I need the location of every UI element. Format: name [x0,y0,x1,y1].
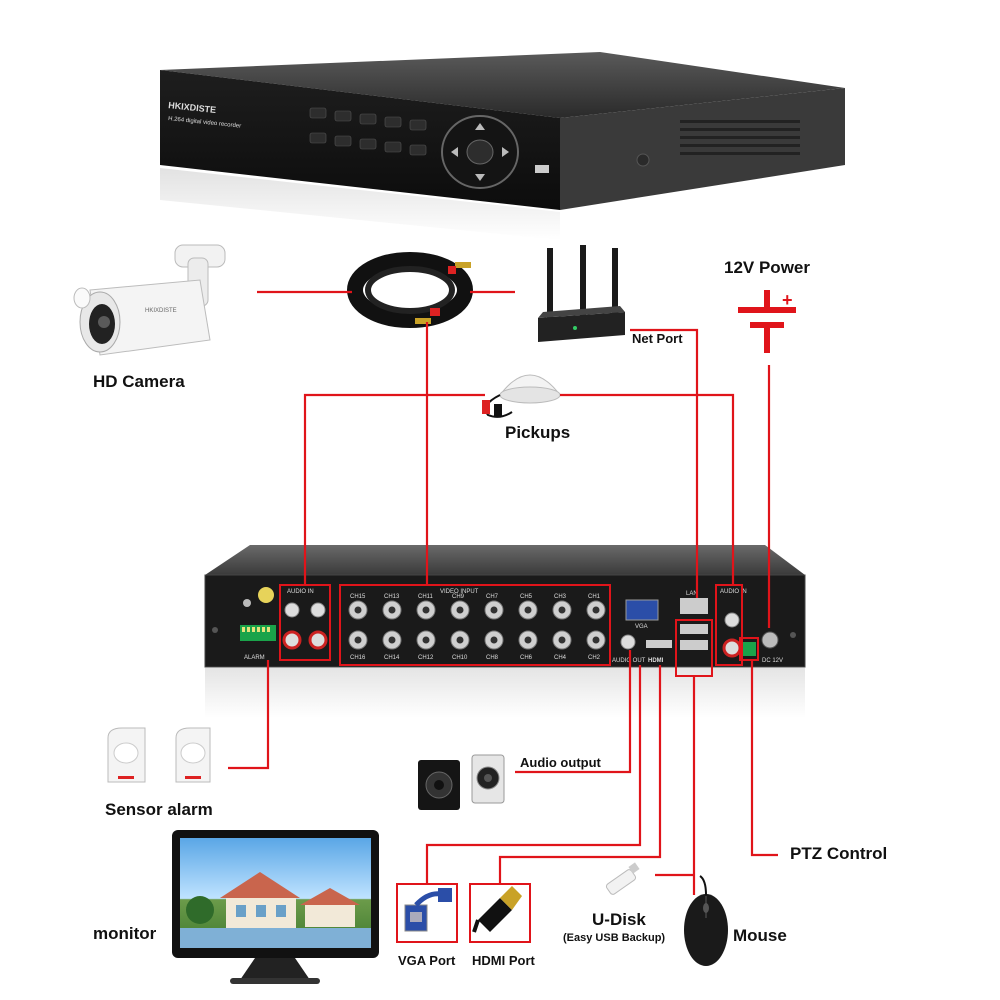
bnc-pin [558,606,566,614]
bnc-pin [388,606,396,614]
channel-label: CH14 [384,655,400,661]
svg-text:AUDIO IN: AUDIO IN [720,589,747,595]
pickups-label: Pickups [505,423,571,442]
bnc-pin [490,606,498,614]
svg-text:ALARM: ALARM [244,655,265,661]
connection-lines [228,290,778,895]
channel-label: CH3 [554,594,567,600]
highlight-ptz [739,637,759,661]
mouse-label: Mouse [733,926,787,945]
svg-text:HDMI: HDMI [648,658,664,664]
vga-connector [625,599,659,621]
usb-disk-icon [605,862,640,895]
udisk-note-label: (Easy USB Backup) [563,932,666,944]
svg-text:VGA: VGA [635,624,648,630]
channel-label: CH7 [486,594,499,600]
vga-cable-icon [404,888,452,932]
hdmi-connector [646,640,672,648]
audio-output-label: Audio output [520,755,601,770]
channel-label: CH12 [418,655,434,661]
highlight-video-input [339,584,611,666]
mouse-device [684,875,728,966]
bnc-pin [422,636,430,644]
svg-text:DC 12V: DC 12V [762,658,783,664]
svg-text:AUDIO IN: AUDIO IN [287,589,314,595]
channel-label: CH11 [418,594,434,600]
udisk-label: U-Disk [592,910,646,929]
channel-label: CH1 [588,594,601,600]
channel-label: CH8 [486,655,499,661]
monitor-device [172,830,379,984]
channel-label: CH16 [350,655,366,661]
hdmi-port-label: HDMI Port [472,953,535,968]
power-symbol-icon: + [738,290,796,353]
usb-port-icon [535,165,549,173]
camera-label: HD Camera [93,372,185,391]
bnc-pin [422,606,430,614]
svg-text:HKIXDISTE: HKIXDISTE [168,100,217,115]
bnc-cable-coil [347,252,473,328]
channel-label: CH4 [554,655,567,661]
channel-label: CH6 [520,655,533,661]
highlight-audio-in-right [715,584,743,666]
svg-text:AUDIO OUT: AUDIO OUT [612,658,646,664]
router-device [538,245,625,342]
bnc-pin [524,636,532,644]
bnc-pin [592,606,600,614]
power-label: 12V Power [724,258,810,277]
svg-text:LAN: LAN [686,591,698,597]
channel-label: CH13 [384,594,400,600]
bnc-pin [388,636,396,644]
bnc-pin [354,636,362,644]
ptz-control-label: PTZ Control [790,844,888,863]
channel-label: CH10 [452,655,468,661]
bnc-pin [456,636,464,644]
monitor-label: monitor [93,924,157,943]
vga-port-label: VGA Port [398,953,456,968]
channel-label: CH5 [520,594,533,600]
net-port-label: Net Port [632,331,683,346]
hd-camera-device: HKIXDISTE [73,244,226,356]
sensor-alarm-label: Sensor alarm [105,800,213,819]
bnc-pin [558,636,566,644]
hdmi-cable-icon [472,886,522,933]
bnc-pin [456,606,464,614]
speakers [418,754,505,810]
bnc-pin [354,606,362,614]
bnc-pin [524,606,532,614]
pickup-microphone [482,374,562,418]
pir-sensors [107,727,211,783]
channel-label: CH9 [452,594,465,600]
channel-label: CH2 [588,655,601,661]
channel-label: CH15 [350,594,366,600]
svg-text:+: + [782,290,793,310]
bnc-pin [592,636,600,644]
svg-text:VIDEO INPUT: VIDEO INPUT [440,589,479,595]
svg-text:HKIXDISTE: HKIXDISTE [145,308,177,314]
lan-connector [680,598,708,614]
dvr-front-device: HKIXDISTE H.264 digital video recorder [160,52,845,210]
bnc-pin [490,636,498,644]
